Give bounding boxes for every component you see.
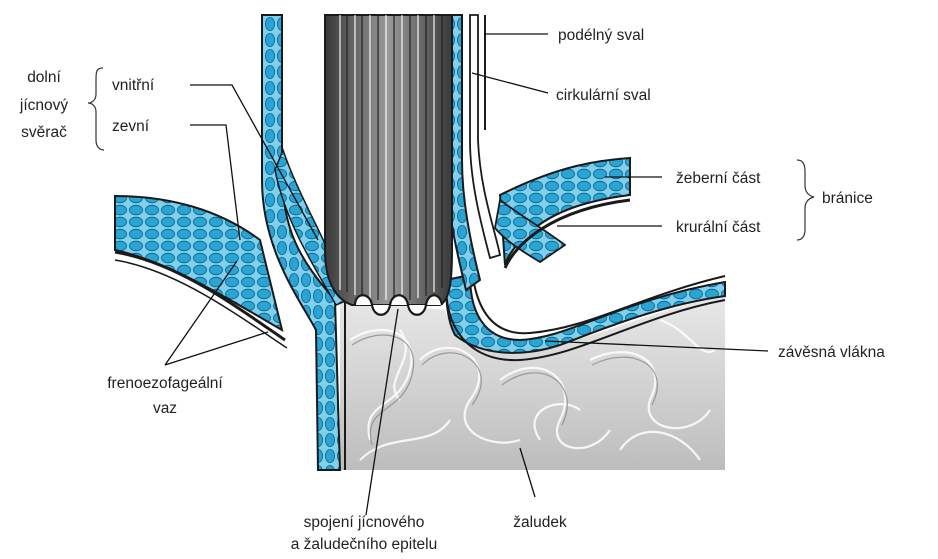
label-zevni: zevní xyxy=(112,118,150,135)
leader-cirkularni-sval xyxy=(472,73,548,93)
label-spojeni-line2: a žaludečního epitelu xyxy=(291,536,438,553)
label-cirkularni-sval: cirkulární sval xyxy=(556,87,651,104)
stomach-body xyxy=(340,296,725,470)
label-sverac: svěrač xyxy=(21,124,67,141)
label-zaludek: žaludek xyxy=(513,514,567,531)
brace-branice xyxy=(797,160,814,240)
label-vnitrni: vnitřní xyxy=(112,77,155,94)
brace-sverac xyxy=(88,68,104,150)
label-vaz: vaz xyxy=(153,400,177,417)
label-podelny-sval: podélný sval xyxy=(558,27,644,44)
label-zavesna-vlakna: závěsná vlákna xyxy=(778,344,885,361)
label-dolni: dolní xyxy=(27,69,61,86)
label-branice: bránice xyxy=(822,190,873,207)
label-frenoezofagealni: frenoezofageální xyxy=(107,375,223,392)
label-jicnovy: jícnový xyxy=(19,97,68,114)
label-kruralni-cast: krurální část xyxy=(676,219,761,236)
label-zeberni-cast: žeberní část xyxy=(676,170,761,187)
label-spojeni-line1: spojení jícnového xyxy=(304,514,425,531)
esophagus-lumen xyxy=(325,15,452,315)
diaphragm-right xyxy=(495,158,630,268)
diaphragm-left xyxy=(115,196,287,348)
leader-frenoezofagealni-2 xyxy=(165,332,268,365)
